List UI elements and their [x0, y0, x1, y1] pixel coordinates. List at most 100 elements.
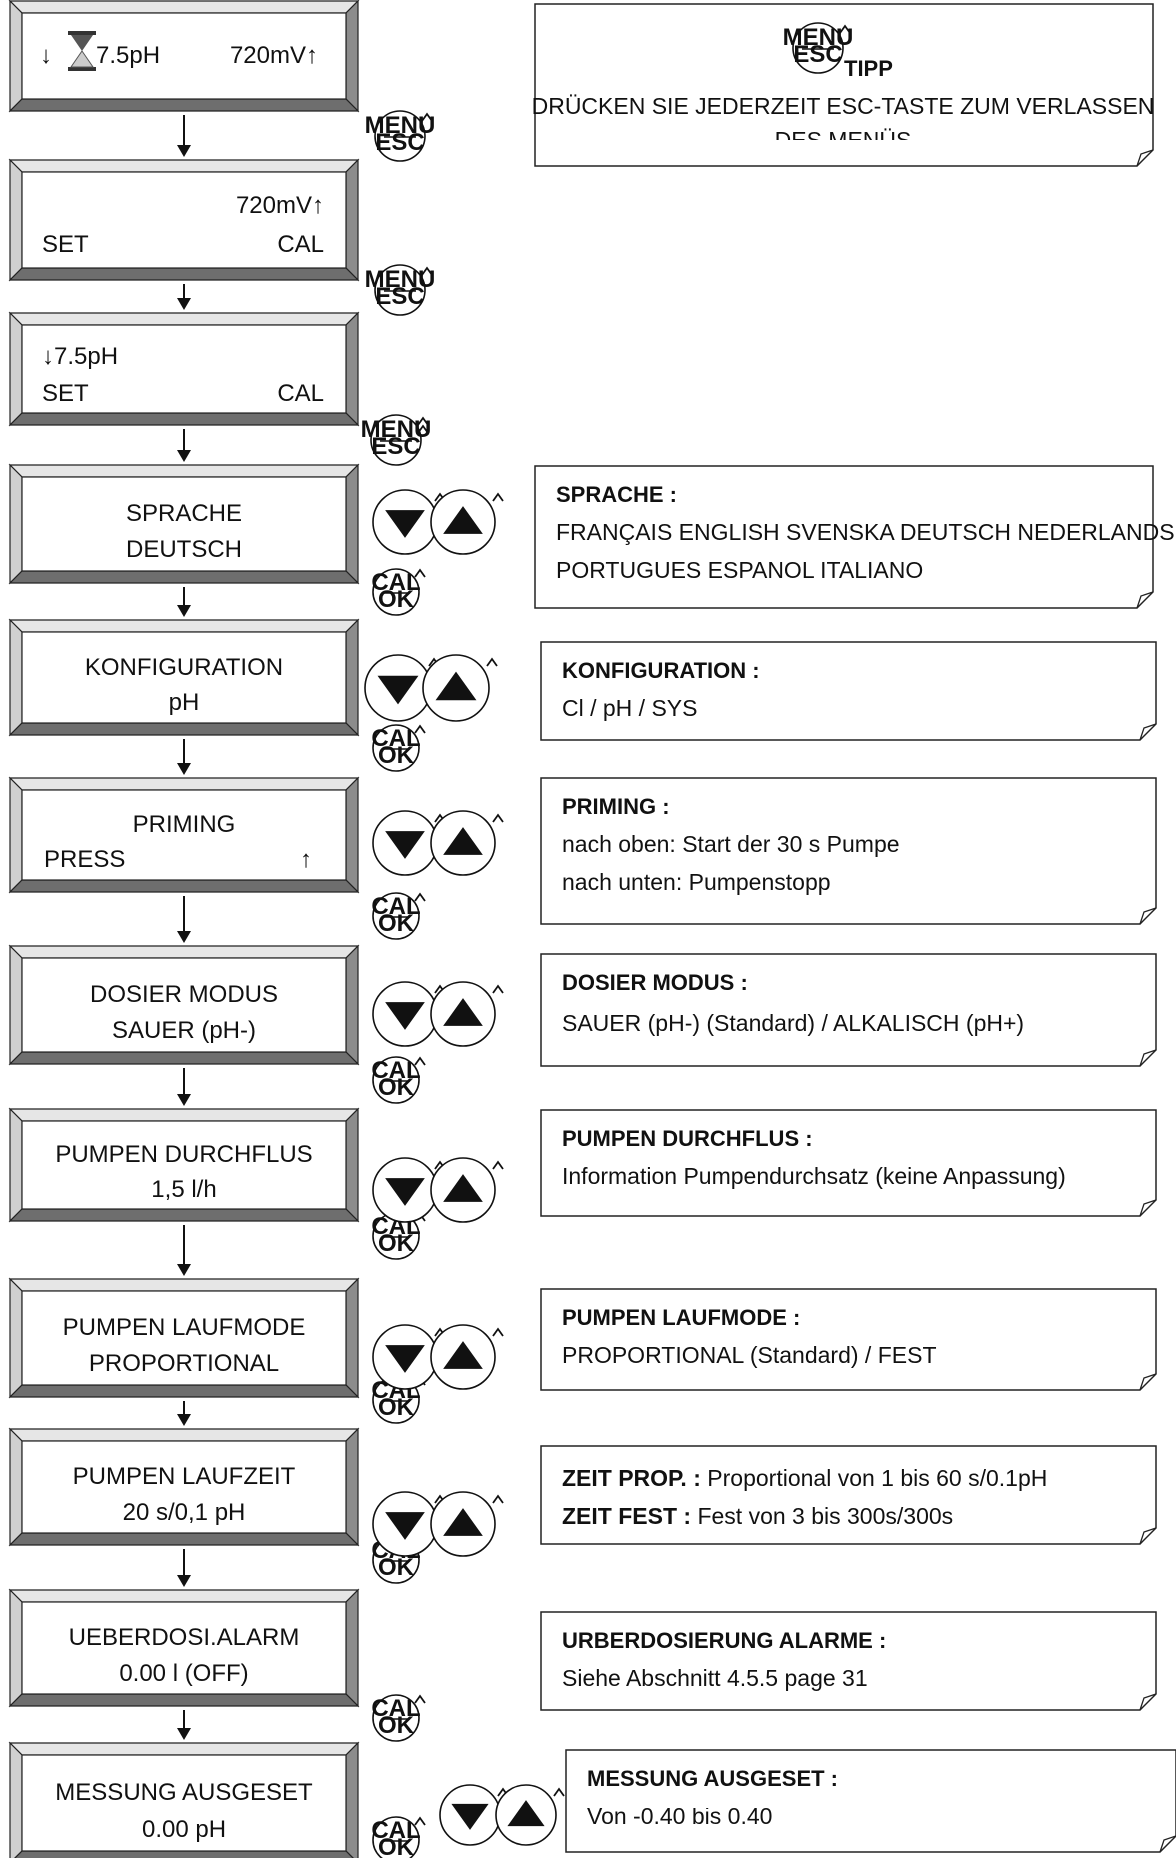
triangle-down-icon — [451, 1803, 489, 1830]
note-ueberdosi-alarm: URBERDOSIERUNG ALARME : Siehe Abschnitt 4… — [540, 1611, 1157, 1711]
menu-title: PUMPEN DURCHFLUS — [55, 1141, 312, 1168]
triangle-down-icon — [385, 1512, 425, 1540]
ok-label: OK — [378, 1230, 415, 1257]
note-title: PUMPEN LAUFMODE : — [562, 1305, 800, 1330]
note-row: ZEIT PROP. : Proportional von 1 bis 60 s… — [562, 1465, 1047, 1491]
note-line: nach oben: Start der 30 s Pumpe — [562, 831, 900, 857]
lcd-konfiguration-face — [21, 631, 347, 724]
up-arrow-button[interactable] — [430, 981, 504, 1047]
menu-title: SPRACHE — [126, 500, 242, 527]
triangle-up-icon — [443, 827, 483, 855]
menu-value: PROPORTIONAL — [89, 1350, 279, 1377]
esc-label: ESC — [375, 129, 424, 156]
cal-softkey-label: CAL — [277, 380, 324, 407]
ph-value: 7.5pH — [96, 42, 160, 69]
flow-arrow — [177, 284, 191, 310]
up-arrow-button[interactable] — [430, 489, 504, 555]
down-arrow-button[interactable] — [439, 1784, 509, 1846]
ok-label: OK — [378, 1712, 415, 1739]
note-line: Cl / pH / SYS — [562, 695, 697, 721]
menu-title: KONFIGURATION — [85, 654, 283, 681]
menu-value: 20 s/0,1 pH — [123, 1499, 246, 1526]
down-arrow-button[interactable] — [372, 1157, 446, 1223]
ok-label: OK — [378, 910, 415, 937]
cal-label: CAL — [371, 1057, 420, 1084]
tip-line-2: DES MENÜS — [775, 127, 912, 153]
down-arrow-button[interactable] — [372, 489, 446, 555]
set-label: SET — [42, 380, 89, 407]
triangle-up-icon — [435, 671, 477, 701]
note-row-text: Proportional von 1 bis 60 s/0.1pH — [701, 1465, 1047, 1491]
ph-value: ↓7.5pH — [42, 343, 118, 370]
menu-value: 1,5 l/h — [151, 1176, 216, 1203]
lcd-ueberdosi-alarm-face — [21, 1601, 347, 1695]
cal-label: CAL — [371, 1817, 420, 1844]
cal-label: CAL — [371, 725, 420, 752]
menu-title: PUMPEN LAUFZEIT — [73, 1463, 296, 1490]
menu-value: 0.00 l (OFF) — [119, 1660, 248, 1687]
note-title: SPRACHE : — [556, 482, 677, 507]
esc-label: ESC — [375, 283, 424, 310]
note-line: Von -0.40 bis 0.40 — [587, 1803, 772, 1829]
flow-arrow — [177, 1225, 191, 1276]
menu-title: MESSUNG AUSGESET — [55, 1779, 313, 1806]
menu-value: PRESS — [44, 846, 125, 873]
menu-value: SAUER (pH-) — [112, 1017, 256, 1044]
triangle-up-icon — [443, 1341, 483, 1369]
down-arrow-button[interactable] — [372, 981, 446, 1047]
note-line: Information Pumpendurchsatz (keine Anpas… — [562, 1163, 1066, 1189]
up-arrow-button[interactable] — [430, 1491, 504, 1557]
lcd-pumpen-laufzeit: PUMPEN LAUFZEIT 20 s/0,1 pH — [8, 1427, 360, 1547]
cal-label: CAL — [371, 1695, 420, 1722]
ok-label: OK — [378, 1074, 415, 1101]
note-title: DOSIER MODUS : — [562, 970, 748, 995]
flow-arrow — [177, 1068, 191, 1106]
note-line: PORTUGUES ESPANOL ITALIANO — [556, 557, 923, 583]
lcd-display-redox-face — [21, 171, 347, 269]
flow-arrow — [177, 1710, 191, 1740]
lcd-priming-face — [21, 789, 347, 881]
ok-label: OK — [378, 586, 415, 613]
esc-label: ESC — [371, 433, 420, 460]
menu-title: UEBERDOSI.ALARM — [69, 1624, 300, 1651]
up-arrow-button[interactable] — [422, 654, 498, 722]
up-arrow-button[interactable] — [495, 1784, 565, 1846]
up-arrow-button[interactable] — [430, 1157, 504, 1223]
up-arrow-button[interactable] — [430, 810, 504, 876]
triangle-down-icon — [385, 1002, 425, 1030]
triangle-up-icon — [507, 1800, 545, 1827]
ok-label: OK — [378, 1394, 415, 1421]
lcd-pumpen-laufmode-face — [21, 1290, 347, 1386]
flow-arrow — [177, 429, 191, 462]
lcd-pumpen-durchflus-face — [21, 1120, 347, 1210]
note-line: Siehe Abschnitt 4.5.5 page 31 — [562, 1665, 868, 1691]
mv-value: 720mV↑ — [230, 42, 318, 69]
note-title: URBERDOSIERUNG ALARME : — [562, 1628, 886, 1653]
up-arrow-button[interactable] — [430, 1324, 504, 1390]
note-row-label: ZEIT PROP. : — [562, 1465, 701, 1491]
note-pumpen-durchflus: PUMPEN DURCHFLUS :Information Pumpendurc… — [540, 1109, 1157, 1217]
triangle-down-icon — [385, 510, 425, 538]
triangle-down-icon — [385, 1178, 425, 1206]
lcd-display-ph: ↓7.5pH SET CAL — [8, 311, 360, 427]
esc-label: ESC — [793, 41, 842, 68]
note-line: FRANÇAIS ENGLISH SVENSKA DEUTSCH NEDERLA… — [556, 519, 1175, 545]
set-label: SET — [42, 231, 89, 258]
triangle-up-icon — [443, 998, 483, 1026]
tip-title: TIPP — [844, 56, 893, 81]
note-row-text: Fest von 3 bis 300s/300s — [691, 1503, 953, 1529]
